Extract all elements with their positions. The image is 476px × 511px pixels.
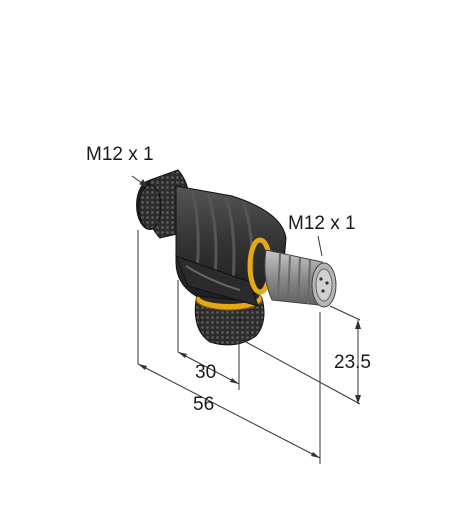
arrowheads: [138, 320, 361, 458]
connector-body: [175, 185, 287, 307]
extension-top-23: [329, 305, 361, 321]
thread-label-left: M12 x 1: [86, 144, 154, 165]
dimension-23-5-label: 23.5: [334, 352, 371, 373]
dim-30-line: [177, 351, 240, 385]
dimension-30-label: 30: [195, 362, 216, 383]
dimension-56-label: 56: [193, 394, 214, 415]
extension-bottom-23: [245, 341, 361, 405]
right-thread-leader: [317, 235, 323, 257]
thread-label-right: M12 x 1: [288, 213, 356, 234]
right-male-thread: [264, 249, 337, 308]
dimension-lines: [131, 175, 361, 464]
dim-56-line: [137, 363, 321, 459]
connector-illustration: [136, 169, 337, 346]
